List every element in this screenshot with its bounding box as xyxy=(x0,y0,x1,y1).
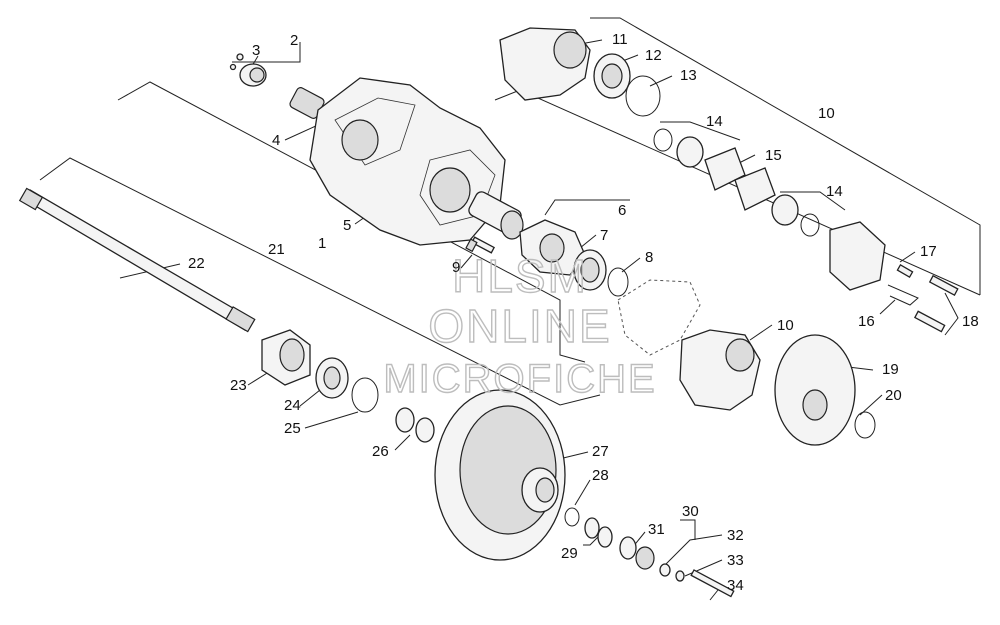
callout-6: 6 xyxy=(618,202,626,219)
callout-4: 4 xyxy=(272,132,280,149)
callout-12: 12 xyxy=(645,47,662,64)
callout-20: 20 xyxy=(885,387,902,404)
part-22-jackshaft xyxy=(18,187,256,333)
part-19-brake-disc xyxy=(774,334,876,446)
callout-14-top: 14 xyxy=(706,113,723,130)
part-6-seal-plate xyxy=(519,219,629,297)
callout-8: 8 xyxy=(645,249,653,266)
callout-26: 26 xyxy=(372,443,389,460)
callout-27: 27 xyxy=(592,443,609,460)
callout-1: 1 xyxy=(318,235,326,252)
callout-13: 13 xyxy=(680,67,697,84)
callout-16: 16 xyxy=(858,313,875,330)
callout-21: 21 xyxy=(268,241,285,258)
callout-10-top: 10 xyxy=(818,105,835,122)
callout-labels: 1 2 3 4 5 6 7 8 9 10 10 11 12 13 14 14 1… xyxy=(188,31,979,594)
part-3-bushing xyxy=(229,53,267,87)
callout-25: 25 xyxy=(284,420,301,437)
part-16-17-18-hardware xyxy=(887,264,959,333)
gasket-outline xyxy=(617,279,701,356)
callout-30: 30 xyxy=(682,503,699,520)
callout-24: 24 xyxy=(284,397,301,414)
part-10-caliper-housing-lower xyxy=(679,329,761,411)
watermark-line-2: ONLINE xyxy=(428,300,611,352)
watermark: HLSM ONLINE MICROFICHE xyxy=(383,249,656,401)
callout-32: 32 xyxy=(727,527,744,544)
callout-31: 31 xyxy=(648,521,665,538)
callout-34: 34 xyxy=(727,577,744,594)
callout-19: 19 xyxy=(882,361,899,378)
callout-9: 9 xyxy=(452,259,460,276)
part-1-gearcase-assembly xyxy=(289,77,524,246)
part-14-15-brake-pads xyxy=(653,128,886,291)
callout-29: 29 xyxy=(561,545,578,562)
callout-7: 7 xyxy=(600,227,608,244)
callout-23: 23 xyxy=(230,377,247,394)
callout-17: 17 xyxy=(920,243,937,260)
callout-10-lower: 10 xyxy=(777,317,794,334)
callout-5: 5 xyxy=(343,217,351,234)
callout-18: 18 xyxy=(962,313,979,330)
callout-2: 2 xyxy=(290,32,298,49)
callout-28: 28 xyxy=(592,467,609,484)
callout-14-lower: 14 xyxy=(826,183,843,200)
callout-22: 22 xyxy=(188,255,205,272)
callout-33: 33 xyxy=(727,552,744,569)
part-27-driven-clutch xyxy=(434,389,566,561)
callout-3: 3 xyxy=(252,42,260,59)
callout-11: 11 xyxy=(612,31,628,48)
callout-15: 15 xyxy=(765,147,782,164)
part-28-34-hardware xyxy=(564,507,735,598)
watermark-line-3: MICROFICHE xyxy=(383,357,656,401)
part-9-bolt xyxy=(465,236,495,254)
part-23-26-bearing-flange xyxy=(261,329,435,443)
watermark-line-1: HLSM xyxy=(452,250,588,302)
part-11-caliper-housing-top xyxy=(499,27,661,117)
